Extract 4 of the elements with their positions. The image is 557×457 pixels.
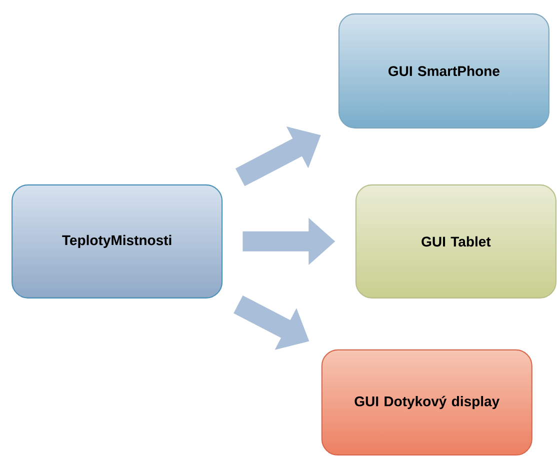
process-box: GUI SmartPhone [338,13,550,128]
process-box: GUI Tablet [355,184,556,298]
process-box: TeplotyMistnosti [12,184,223,298]
process-box: GUI Dotykový display [321,349,532,456]
